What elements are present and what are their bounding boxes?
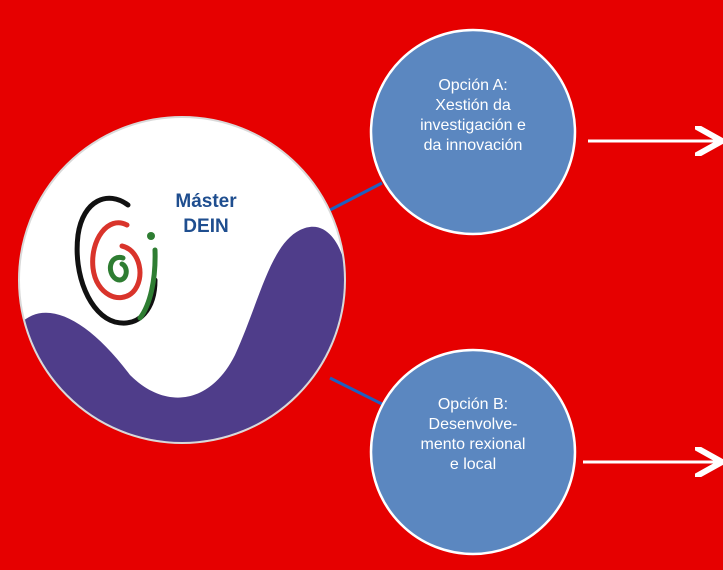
option-a-line: Xestión da: [435, 97, 511, 114]
option-b-line: Desenvolve-: [428, 416, 518, 433]
option-b-circle: [369, 348, 577, 556]
option-a-line: da innovación: [423, 137, 523, 154]
option-b-line: Opción B:: [437, 396, 509, 413]
master-title-line2: DEIN: [183, 216, 229, 237]
connector-line-b: [329, 376, 383, 406]
main-circle: [18, 116, 346, 444]
option-b-line: mento rexional: [420, 436, 526, 453]
option-b-line: e local: [449, 456, 497, 473]
spiral-logo-icon: [74, 195, 158, 326]
option-a-circle: [369, 28, 577, 236]
wave-shape: [20, 226, 344, 442]
master-title-line1: Máster: [175, 191, 237, 212]
option-a-line: investigación e: [420, 117, 526, 134]
option-a-text: Opción A: Xestión da investigación e da …: [385, 76, 561, 156]
option-b-text: Opción B: Desenvolve- mento rexional e l…: [385, 395, 561, 475]
connector-line-a: [329, 181, 383, 212]
option-a-line: Opción A:: [438, 77, 508, 94]
